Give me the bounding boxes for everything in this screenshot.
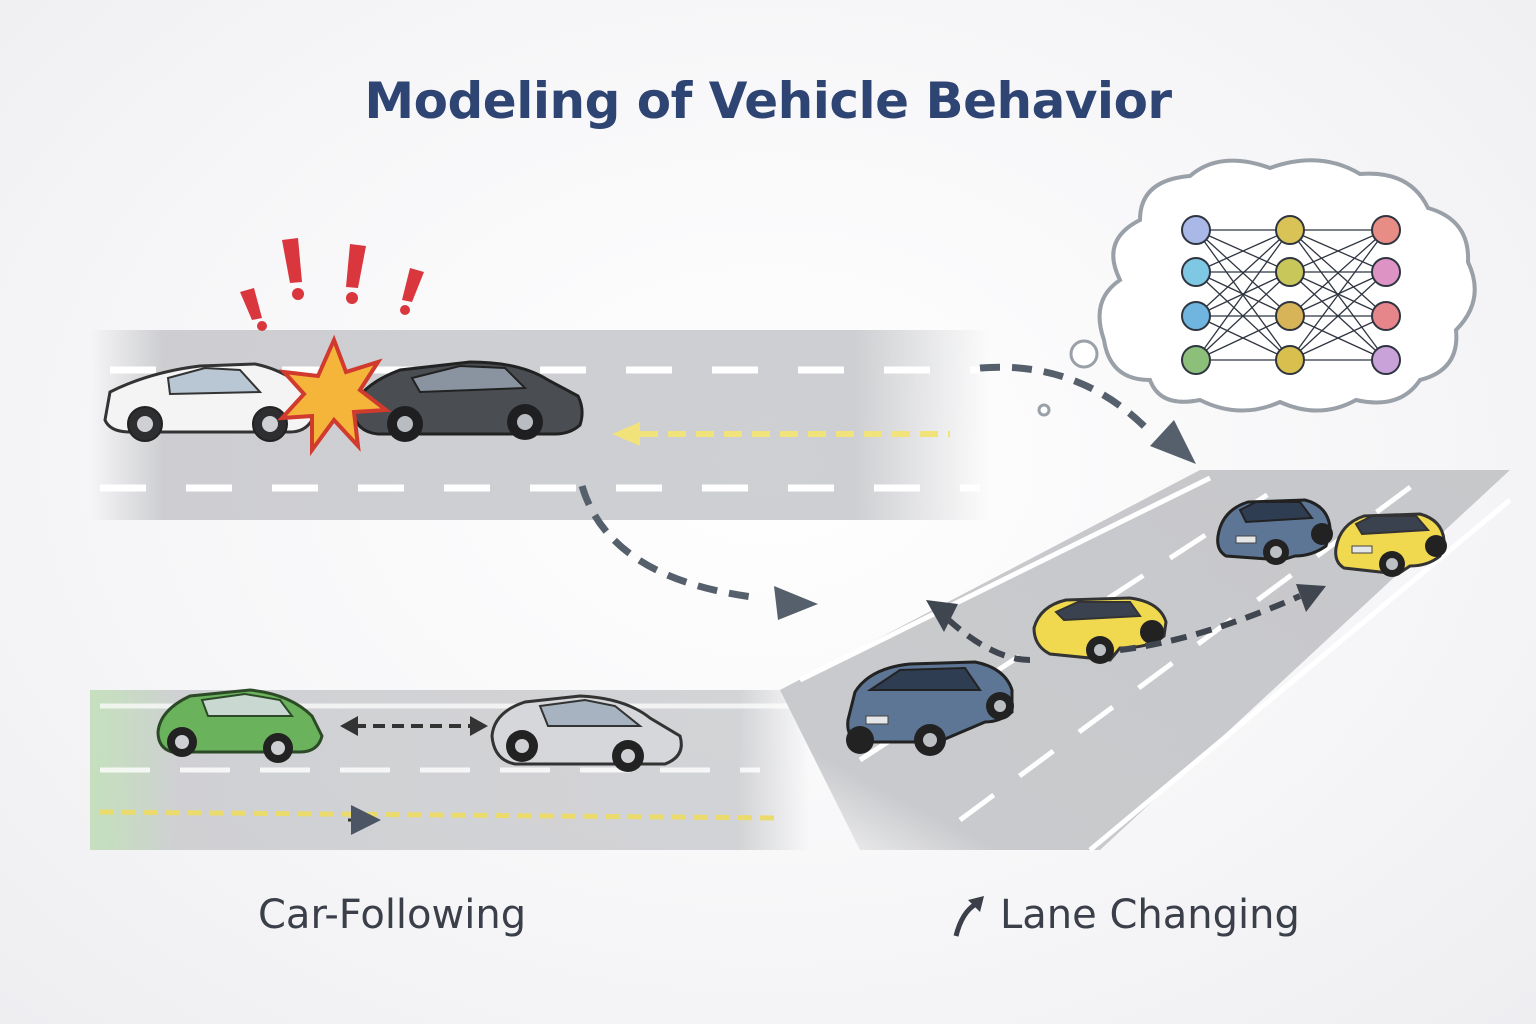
nn-node bbox=[1371, 257, 1401, 287]
nn-node bbox=[1371, 301, 1401, 331]
nn-node bbox=[1181, 257, 1211, 287]
nn-connection bbox=[1289, 229, 1387, 361]
nn-connection bbox=[1289, 229, 1387, 273]
nn-connection bbox=[1289, 229, 1387, 317]
nn-connection bbox=[1195, 229, 1291, 317]
yellow-left-arrow-icon bbox=[612, 422, 640, 446]
blue-car-front bbox=[1216, 498, 1333, 565]
double-arrow-icon bbox=[340, 716, 488, 736]
nn-connection bbox=[1195, 315, 1291, 361]
green-car bbox=[156, 688, 324, 763]
yellow-car-middle bbox=[1032, 596, 1168, 664]
page-title: Modeling of Vehicle Behavior bbox=[364, 72, 1172, 130]
collision-burst-icon bbox=[277, 334, 392, 457]
nn-node bbox=[1275, 257, 1305, 287]
lane-change-arrow-icon bbox=[953, 896, 984, 937]
nn-node bbox=[1371, 345, 1401, 375]
nn-node bbox=[1181, 301, 1211, 331]
dark-car bbox=[350, 360, 584, 442]
caption-lane-changing: Lane Changing bbox=[1000, 892, 1300, 938]
yellow-car-front bbox=[1334, 512, 1447, 577]
nn-node bbox=[1275, 215, 1305, 245]
exclamation-icon bbox=[240, 238, 424, 331]
nn-node bbox=[1181, 215, 1211, 245]
nn-node bbox=[1275, 301, 1305, 331]
silver-car bbox=[490, 694, 683, 772]
lane-dashes-top bbox=[100, 366, 980, 492]
nn-connection bbox=[1289, 315, 1387, 361]
nn-connection bbox=[1195, 271, 1291, 361]
nn-connection bbox=[1195, 229, 1291, 361]
nn-connection bbox=[1289, 271, 1387, 361]
nn-node bbox=[1181, 345, 1211, 375]
neural-network-icon bbox=[1181, 215, 1401, 375]
lane-change-left-arrow-icon bbox=[926, 600, 958, 632]
lane-change-arrows bbox=[937, 593, 1302, 663]
curved-arrow-icon bbox=[979, 363, 1196, 464]
nn-node bbox=[1371, 215, 1401, 245]
nn-node bbox=[1275, 345, 1305, 375]
curved-arrow-icon bbox=[578, 484, 818, 620]
caption-car-following: Car-Following bbox=[258, 892, 527, 938]
nn-connection bbox=[1195, 229, 1291, 273]
lane-change-right-arrow-icon bbox=[1296, 584, 1326, 612]
center-dashes-bottom bbox=[99, 809, 781, 821]
blue-car-rear bbox=[846, 660, 1014, 756]
